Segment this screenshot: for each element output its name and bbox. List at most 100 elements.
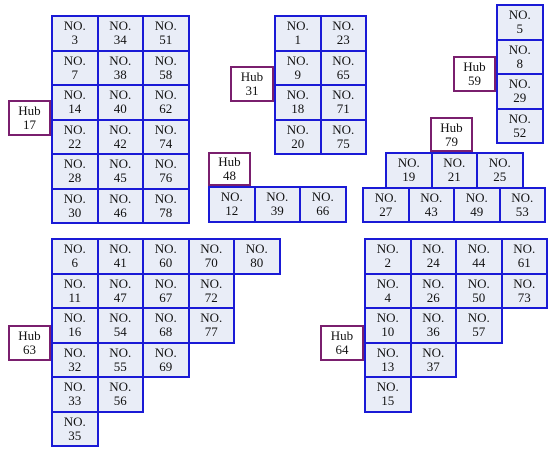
cell-label: NO. — [63, 379, 86, 395]
cell-label: NO. — [488, 155, 511, 171]
node-cell: NO.4 — [364, 272, 412, 309]
cell-label: NO. — [376, 310, 399, 326]
cell-number: 44 — [472, 255, 486, 271]
cell-number: 28 — [68, 170, 82, 186]
cell-number: 80 — [250, 255, 264, 271]
cell-number: 33 — [68, 393, 82, 409]
cell-label: NO. — [513, 275, 536, 291]
cell-number: 10 — [381, 324, 395, 340]
hub-label: Hub — [218, 154, 241, 169]
node-cell: NO.13 — [364, 341, 412, 378]
cell-label: NO. — [311, 189, 334, 205]
cell-number: 46 — [113, 204, 127, 220]
node-cell: NO.21 — [430, 152, 478, 189]
node-cell: NO.27 — [362, 186, 410, 223]
node-cell: NO.34 — [96, 15, 144, 52]
cell-label: NO. — [109, 121, 132, 137]
cell-number: 12 — [225, 203, 239, 219]
node-cell: NO.35 — [51, 410, 99, 447]
hub-number: 79 — [445, 133, 458, 149]
cell-number: 25 — [493, 169, 507, 185]
cell-label: NO. — [376, 379, 399, 395]
cell-number: 62 — [159, 101, 173, 117]
cell-label: NO. — [63, 156, 86, 172]
cell-label: NO. — [511, 189, 534, 205]
node-cell: NO.29 — [496, 73, 544, 110]
node-cell: NO.20 — [274, 118, 322, 155]
hub-number: 31 — [245, 83, 259, 98]
cell-number: 34 — [113, 32, 127, 48]
cell-label: NO. — [513, 241, 536, 257]
cell-number: 30 — [68, 204, 82, 220]
cell-number: 42 — [113, 135, 127, 151]
node-cell: NO.60 — [142, 238, 190, 275]
cell-label: NO. — [397, 155, 420, 171]
cell-label: NO. — [332, 87, 355, 103]
node-cell: NO.74 — [142, 118, 190, 155]
cell-label: NO. — [467, 310, 490, 326]
cell-number: 7 — [71, 66, 79, 82]
node-cell: NO.28 — [51, 153, 99, 190]
node-cell: NO.58 — [142, 49, 190, 86]
node-cell: NO.37 — [409, 341, 457, 378]
node-cell: NO.65 — [319, 49, 367, 86]
cell-number: 66 — [316, 203, 330, 219]
node-cell: NO.44 — [455, 238, 503, 275]
cell-label: NO. — [286, 87, 309, 103]
cell-number: 68 — [159, 324, 173, 340]
node-cell: NO.16 — [51, 307, 99, 344]
cell-number: 23 — [336, 32, 350, 48]
node-cell: NO.5 — [496, 4, 544, 41]
cell-number: 6 — [71, 255, 79, 271]
cell-number: 26 — [426, 289, 440, 305]
cell-number: 29 — [513, 90, 527, 106]
cell-label: NO. — [376, 275, 399, 291]
cell-label: NO. — [154, 190, 177, 206]
node-cell: NO.56 — [96, 376, 144, 413]
cell-label: NO. — [332, 52, 355, 68]
cell-label: NO. — [508, 41, 531, 57]
cell-label: NO. — [109, 18, 132, 34]
node-cell: NO.69 — [142, 341, 190, 378]
node-cell: NO.71 — [319, 84, 367, 121]
cell-number: 5 — [516, 21, 524, 37]
cell-label: NO. — [109, 87, 132, 103]
cell-label: NO. — [154, 310, 177, 326]
cell-label: NO. — [286, 18, 309, 34]
cell-label: NO. — [200, 310, 223, 326]
cell-label: NO. — [63, 52, 86, 68]
cell-number: 41 — [113, 255, 127, 271]
node-cell: NO.38 — [96, 49, 144, 86]
cell-label: NO. — [200, 275, 223, 291]
node-cell: NO.15 — [364, 376, 412, 413]
node-cell: NO.80 — [233, 238, 281, 275]
node-cell: NO.11 — [51, 272, 99, 309]
cell-label: NO. — [422, 310, 445, 326]
cell-label: NO. — [109, 275, 132, 291]
cell-label: NO. — [109, 310, 132, 326]
cell-label: NO. — [200, 241, 223, 257]
node-cell: NO.8 — [496, 38, 544, 75]
cell-number: 61 — [517, 255, 531, 271]
cell-number: 4 — [384, 289, 392, 305]
cell-number: 13 — [381, 358, 395, 374]
node-cell: NO.51 — [142, 15, 190, 52]
cell-number: 11 — [68, 289, 82, 305]
node-cell: NO.26 — [409, 272, 457, 309]
cell-number: 27 — [379, 203, 393, 219]
cell-number: 67 — [159, 289, 173, 305]
cell-number: 3 — [71, 32, 79, 48]
cell-label: NO. — [109, 190, 132, 206]
node-cell: NO.32 — [51, 341, 99, 378]
node-cell: NO.73 — [500, 272, 548, 309]
cell-number: 78 — [159, 204, 173, 220]
cell-label: NO. — [220, 189, 243, 205]
cell-number: 19 — [402, 169, 416, 185]
cell-label: NO. — [109, 344, 132, 360]
cell-label: NO. — [63, 190, 86, 206]
node-cell: NO.41 — [96, 238, 144, 275]
cell-number: 76 — [159, 170, 173, 186]
